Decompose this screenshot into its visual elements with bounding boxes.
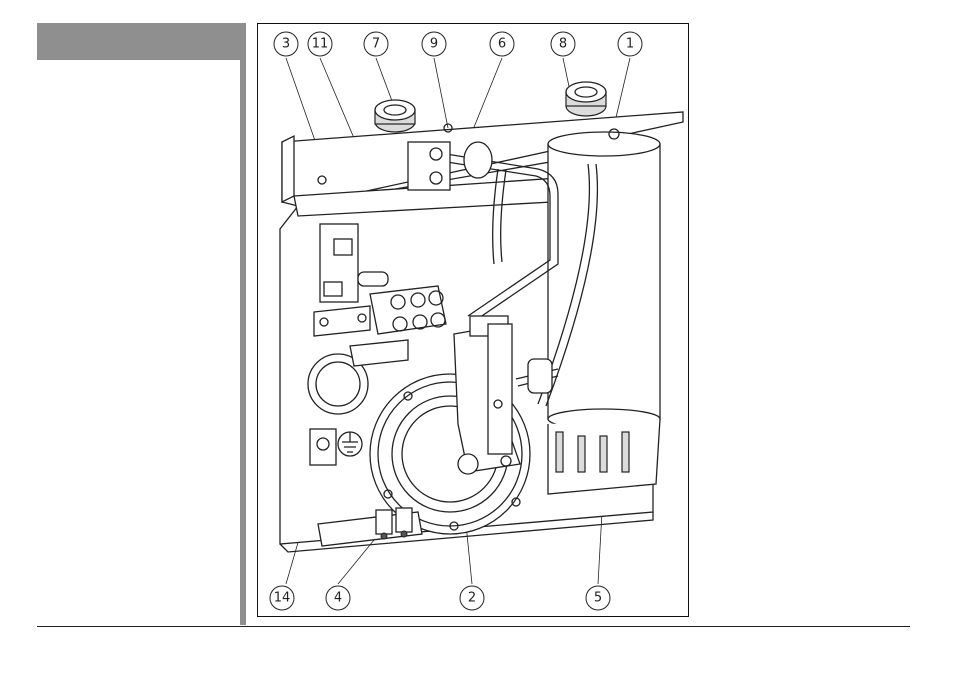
callout-2: 2 <box>460 586 484 610</box>
callout-4: 4 <box>326 586 350 610</box>
callout-8: 8 <box>551 32 575 56</box>
fitting-7 <box>375 100 415 132</box>
callout-6: 6 <box>490 32 514 56</box>
technical-figure: 3 11 7 9 6 8 1 14 <box>257 23 689 617</box>
callout-label-6: 6 <box>498 37 506 52</box>
callout-14: 14 <box>270 586 294 610</box>
callout-label-1: 1 <box>626 37 634 52</box>
fitting-8 <box>566 82 606 116</box>
callout-label-11: 11 <box>312 37 329 52</box>
callout-label-8: 8 <box>559 37 567 52</box>
callout-3: 3 <box>274 32 298 56</box>
callout-label-4: 4 <box>334 591 342 606</box>
tank <box>548 129 660 494</box>
callout-9: 9 <box>422 32 446 56</box>
callout-11: 11 <box>308 32 332 56</box>
appliance-drawing: 3 11 7 9 6 8 1 14 <box>258 24 690 618</box>
sidebar-header-bar <box>37 23 246 60</box>
callout-1: 1 <box>618 32 642 56</box>
callout-label-5: 5 <box>594 591 602 606</box>
callout-7: 7 <box>364 32 388 56</box>
callout-label-9: 9 <box>430 37 438 52</box>
callout-label-14: 14 <box>274 591 291 606</box>
callout-label-3: 3 <box>282 37 290 52</box>
callout-label-2: 2 <box>468 591 476 606</box>
callout-label-7: 7 <box>372 37 380 52</box>
callout-5: 5 <box>586 586 610 610</box>
footer-rule <box>37 626 910 627</box>
sidebar-vertical-rule <box>240 60 246 625</box>
